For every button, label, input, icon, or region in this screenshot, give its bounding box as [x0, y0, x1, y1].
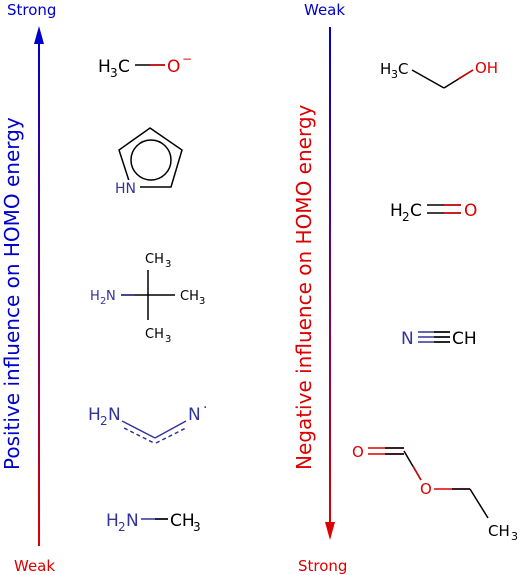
svg-text:·: ·: [203, 400, 207, 416]
left-axis-bottom-label: Weak: [14, 557, 56, 575]
right-axis-arrow: [325, 27, 335, 540]
svg-text:−: −: [182, 52, 192, 66]
svg-text:N: N: [401, 329, 414, 349]
svg-text:2: 2: [100, 296, 106, 307]
svg-text:CH: CH: [145, 252, 164, 267]
svg-text:C: C: [398, 60, 408, 78]
svg-text:3: 3: [199, 296, 205, 307]
svg-text:H: H: [106, 511, 119, 531]
svg-text:N: N: [188, 405, 201, 425]
ethyl-formate-structure: O O CH 3: [352, 443, 518, 543]
svg-text:H: H: [380, 60, 391, 78]
svg-text:2: 2: [100, 414, 108, 428]
hydrogen-cyanide-structure: N CH: [401, 329, 477, 349]
methylamine-structure: H 2 N CH 3: [106, 511, 201, 534]
svg-text:3: 3: [193, 520, 201, 534]
formaldehyde-structure: H 2 C O: [390, 201, 477, 224]
svg-text:H: H: [390, 201, 403, 221]
right-axis-top-label: Weak: [304, 1, 346, 19]
svg-text:3: 3: [110, 66, 118, 80]
svg-text:N: N: [108, 405, 121, 425]
svg-text:C: C: [118, 57, 130, 77]
svg-text:H: H: [88, 405, 101, 425]
svg-text:C: C: [410, 201, 422, 221]
svg-text:CH: CH: [452, 329, 477, 349]
ethanol-structure: H 3 C OH: [380, 59, 498, 89]
svg-text:2: 2: [402, 210, 410, 224]
svg-text:H: H: [98, 57, 111, 77]
svg-text:CH: CH: [488, 522, 510, 540]
left-axis-arrow: [34, 26, 44, 546]
methoxide-structure: H 3 C O −: [98, 52, 192, 80]
svg-text:O: O: [464, 201, 477, 221]
pyrrole-structure: HN: [114, 127, 183, 197]
svg-text:CH: CH: [170, 511, 195, 531]
svg-text:3: 3: [165, 259, 171, 270]
svg-text:N: N: [126, 511, 139, 531]
svg-text:3: 3: [165, 334, 171, 345]
svg-text:OH: OH: [475, 59, 498, 77]
svg-text:HN: HN: [115, 181, 136, 197]
left-axis-top-label: Strong: [7, 1, 57, 19]
svg-text:2: 2: [118, 520, 126, 534]
svg-text:H: H: [90, 289, 100, 304]
svg-text:CH: CH: [145, 327, 164, 342]
svg-text:N: N: [106, 289, 116, 304]
tert-butylamine-structure: CH 3 CH 3 CH 3 H 2 N: [90, 252, 205, 345]
right-axis-bottom-label: Strong: [298, 557, 348, 575]
svg-text:O: O: [420, 480, 432, 498]
svg-text:CH: CH: [180, 289, 199, 304]
svg-text:O: O: [167, 57, 180, 77]
formamidine-structure: H 2 N N ·: [88, 400, 207, 444]
svg-text:3: 3: [511, 530, 518, 543]
svg-text:3: 3: [391, 68, 398, 81]
svg-text:O: O: [352, 443, 364, 461]
